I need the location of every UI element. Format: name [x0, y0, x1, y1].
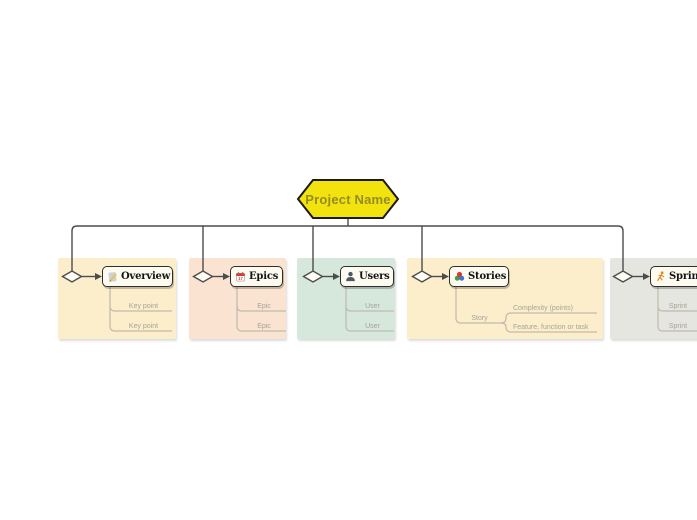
topic-label: Sprints — [669, 271, 697, 282]
topic-label: Users — [359, 271, 390, 282]
topic-users[interactable]: Users — [340, 266, 394, 287]
subtopic-sprint-2[interactable]: Sprint — [668, 323, 688, 330]
memo-icon — [108, 272, 117, 282]
topic-stories[interactable]: Stories — [449, 266, 509, 287]
subtopic-key-point-2[interactable]: Key point — [128, 323, 159, 330]
person-icon — [346, 271, 355, 282]
topic-overview[interactable]: Overview — [102, 266, 173, 287]
topic-label: Overview — [121, 271, 171, 282]
palette-icon — [454, 271, 465, 281]
subtopic-story[interactable]: Story — [471, 315, 488, 322]
subtopic-feature[interactable]: Feature, function or task — [513, 324, 589, 331]
subtopic-epic-1[interactable]: Epic — [257, 303, 271, 310]
svg-text:17: 17 — [238, 276, 243, 281]
calendar-icon: 17 — [236, 271, 245, 282]
topic-epics[interactable]: 17 Epics — [230, 266, 283, 287]
topic-sprints[interactable]: Sprints — [650, 266, 697, 287]
subtopic-epic-2[interactable]: Epic — [257, 323, 271, 330]
subtopic-sprint-1[interactable]: Sprint — [668, 303, 688, 310]
runner-icon — [657, 271, 665, 281]
subtopic-complexity[interactable]: Complexity (points) — [513, 305, 573, 312]
subtopic-user-2[interactable]: User — [365, 323, 380, 330]
topic-label: Stories — [468, 271, 507, 282]
topic-label: Epics — [249, 271, 279, 282]
root-topic[interactable]: Project Name — [298, 180, 398, 218]
subtopic-key-point-1[interactable]: Key point — [128, 303, 159, 310]
subtopic-user-1[interactable]: User — [365, 303, 380, 310]
root-topic-label: Project Name — [305, 191, 391, 207]
